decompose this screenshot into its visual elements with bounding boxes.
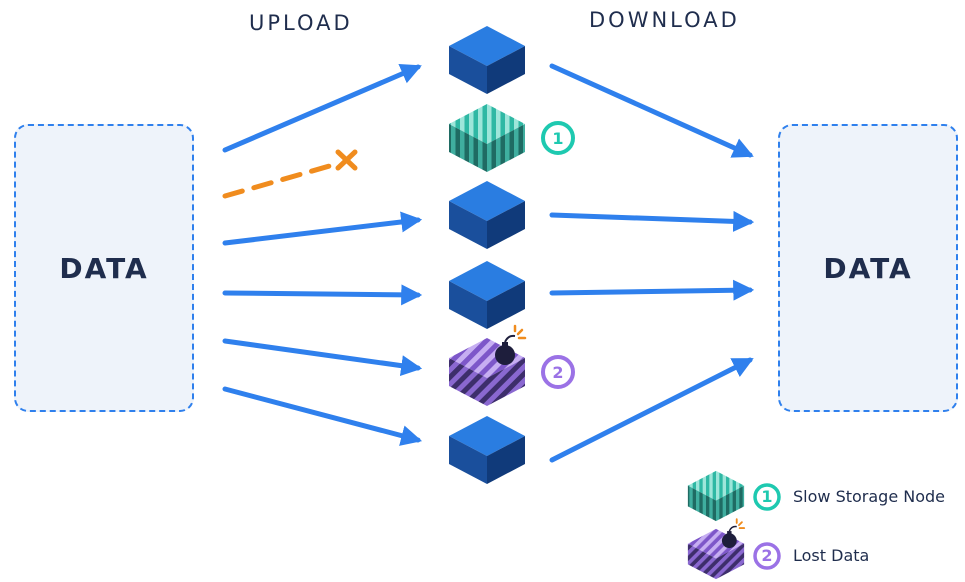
source-data-label: DATA bbox=[59, 251, 149, 285]
download-arrow-6 bbox=[549, 357, 754, 463]
failed-upload-arrow bbox=[222, 149, 358, 199]
upload-heading: UPLOAD bbox=[249, 11, 353, 35]
badge-slow-number: 1 bbox=[552, 129, 563, 148]
storage-node-6 bbox=[449, 416, 525, 484]
upload-arrows bbox=[222, 63, 423, 446]
upload-arrow-4 bbox=[222, 284, 423, 306]
storage-node-3 bbox=[449, 181, 525, 249]
download-arrow-1 bbox=[549, 63, 754, 158]
download-arrow-4 bbox=[549, 279, 755, 301]
badge-lost-number: 2 bbox=[552, 363, 563, 382]
upload-arrow-6 bbox=[222, 386, 423, 446]
legend-lost-badge bbox=[753, 542, 781, 570]
download-heading: DOWNLOAD bbox=[589, 8, 740, 32]
destination-data-label: DATA bbox=[823, 251, 913, 285]
legend-slow-label: Slow Storage Node bbox=[793, 487, 946, 506]
badge-lost: 2 bbox=[541, 355, 575, 389]
storage-node-1 bbox=[449, 26, 525, 94]
upload-arrow-5 bbox=[222, 338, 423, 377]
download-arrow-3 bbox=[549, 210, 755, 232]
badge-slow: 1 bbox=[541, 121, 575, 155]
storage-node-4 bbox=[449, 261, 525, 329]
upload-arrow-1 bbox=[222, 63, 422, 153]
slow-storage-node bbox=[449, 104, 525, 172]
upload-arrow-3 bbox=[222, 211, 423, 246]
destination-data-box: DATA bbox=[778, 124, 958, 412]
storage-nodes bbox=[449, 26, 527, 484]
legend-lost-label: Lost Data bbox=[793, 546, 870, 565]
legend-slow-badge bbox=[753, 483, 781, 511]
legend-lost-node-icon bbox=[687, 518, 746, 580]
legend-lost-number: 2 bbox=[761, 546, 772, 565]
download-arrows bbox=[549, 63, 755, 463]
legend: 1 2 bbox=[687, 470, 781, 580]
source-data-box: DATA bbox=[14, 124, 194, 412]
lost-data-node bbox=[449, 338, 525, 406]
legend-slow-node-icon bbox=[687, 470, 745, 522]
legend-slow-number: 1 bbox=[761, 487, 772, 506]
